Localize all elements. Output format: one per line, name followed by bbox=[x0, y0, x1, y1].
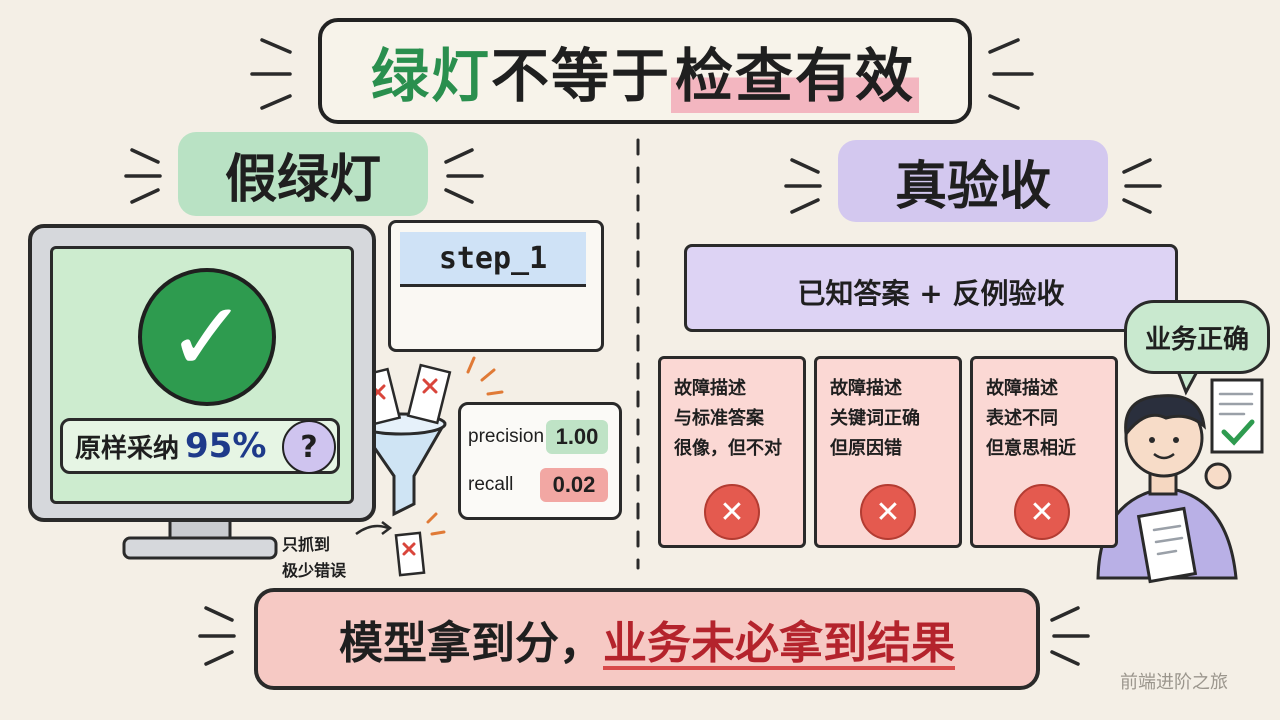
title-part-middle: 不等于 bbox=[490, 42, 671, 110]
watermark: 前端进阶之旅 bbox=[1120, 672, 1228, 693]
caught-line-1: 只抓到 bbox=[282, 535, 331, 554]
question-icon: ? bbox=[282, 420, 336, 474]
x-icon: ✕ bbox=[704, 484, 760, 540]
card-3-line-2: 表述不同 bbox=[986, 408, 1058, 429]
page-title: 绿灯 不等于 检查有效 bbox=[318, 18, 972, 124]
caught-note: 只抓到 极少错误 bbox=[282, 532, 382, 584]
precision-label: precision bbox=[468, 426, 545, 447]
card-3-text: 故障描述 表述不同 但意思相近 bbox=[986, 374, 1116, 464]
x-icon: ✕ bbox=[1014, 484, 1070, 540]
card-2-line-1: 故障描述 bbox=[830, 378, 902, 399]
recall-value: 0.02 bbox=[540, 468, 608, 502]
title-part-highlight: 检查有效 bbox=[671, 29, 920, 113]
bottom-banner: 模型拿到分， 业务未必拿到结果 bbox=[254, 588, 1040, 690]
adoption-value: 95% bbox=[185, 426, 267, 466]
ruler-text: 已知答案 + 反例验收 bbox=[797, 277, 1065, 310]
ruler bbox=[684, 244, 1178, 332]
card-1-line-3: 很像，但不对 bbox=[674, 438, 782, 459]
banner-part-2: 业务未必拿到结果 bbox=[603, 618, 955, 669]
card-1-line-2: 与标准答案 bbox=[674, 408, 764, 429]
title-part-green: 绿灯 bbox=[370, 42, 491, 110]
recall-label: recall bbox=[468, 474, 514, 495]
precision-value: 1.00 bbox=[546, 420, 608, 454]
card-2-line-3: 但原因错 bbox=[830, 438, 902, 459]
x-icon: ✕ bbox=[860, 484, 916, 540]
card-1-line-1: 故障描述 bbox=[674, 378, 746, 399]
card-2-text: 故障描述 关键词正确 但原因错 bbox=[830, 374, 960, 464]
card-3-line-1: 故障描述 bbox=[986, 378, 1058, 399]
checkmark-icon: ✓ bbox=[138, 268, 276, 406]
banner-part-1: 模型拿到分， bbox=[339, 618, 603, 669]
left-header: 假绿灯 bbox=[178, 132, 428, 216]
speech-bubble: 业务正确 bbox=[1124, 300, 1270, 374]
card-2-line-2: 关键词正确 bbox=[830, 408, 920, 429]
card-1-text: 故障描述 与标准答案 很像，但不对 bbox=[674, 374, 804, 464]
right-header: 真验收 bbox=[838, 140, 1108, 222]
step-label: step_1 bbox=[400, 232, 586, 287]
adoption-label: 原样采纳 bbox=[75, 433, 180, 464]
card-3-line-3: 但意思相近 bbox=[986, 438, 1076, 459]
counterexample-card-3 bbox=[970, 356, 1118, 548]
caught-line-2: 极少错误 bbox=[282, 561, 347, 580]
